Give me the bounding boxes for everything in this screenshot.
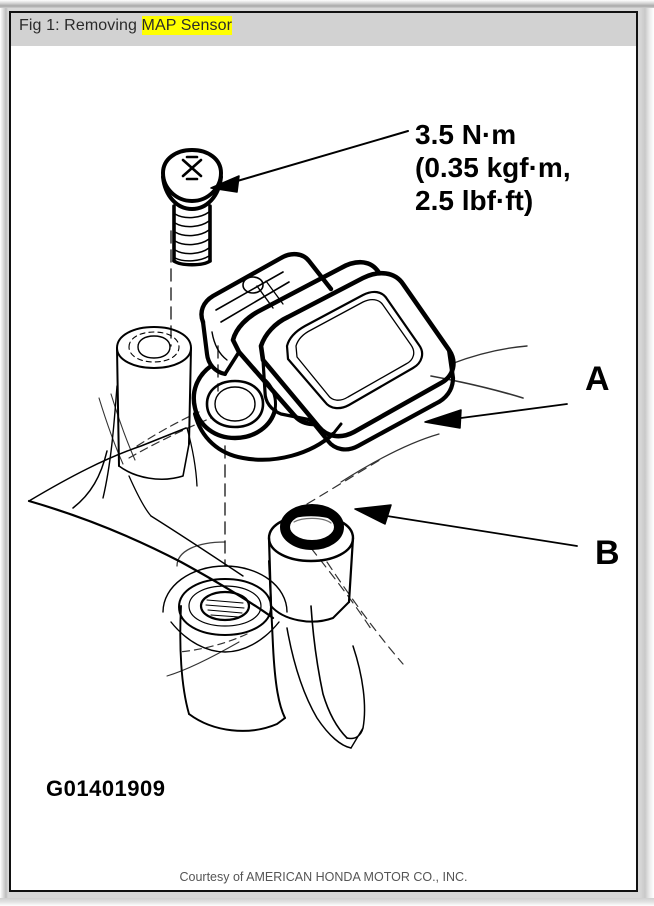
caption-prefix: Fig 1: Removing — [19, 17, 142, 34]
background-reference-lines — [98, 345, 528, 677]
manifold-lower-runner — [176, 541, 366, 749]
figure-caption-bar: Fig 1: Removing MAP Sensor — [11, 13, 636, 46]
threaded-hole — [162, 565, 288, 653]
callout-label-b: B — [595, 534, 620, 572]
intake-manifold — [27, 326, 275, 620]
caption-highlight: MAP Sensor — [141, 16, 233, 35]
figure-credit: Courtesy of AMERICAN HONDA MOTOR CO., IN… — [179, 870, 468, 884]
map-sensor-diagram: 3.5 N·m (0.35 kgf·m, 2.5 lbf·ft) A B — [27, 119, 620, 749]
sensor-mounting-flange — [191, 363, 343, 462]
o-ring — [280, 504, 344, 550]
torque-line-2: (0.35 kgf·m, — [415, 152, 571, 183]
torque-arrowhead — [210, 175, 240, 193]
callout-b-leader — [386, 515, 578, 547]
figure-page: Fig 1: Removing MAP Sensor — [9, 11, 638, 892]
callout-label-a: A — [585, 360, 610, 398]
mounting-screw — [161, 148, 223, 267]
figure-illustration-area: 3.5 N·m (0.35 kgf·m, 2.5 lbf·ft) A B G01… — [11, 46, 636, 890]
torque-note: 3.5 N·m (0.35 kgf·m, 2.5 lbf·ft) — [415, 119, 571, 216]
o-ring-highlight — [293, 517, 332, 524]
figure-caption: Fig 1: Removing MAP Sensor — [19, 16, 233, 35]
sensor-connector — [199, 252, 334, 377]
torque-leader-line — [226, 130, 409, 185]
callout-a-leader — [460, 403, 568, 419]
callout-labels: A B — [585, 360, 620, 572]
callout-a-arrowhead — [424, 409, 462, 429]
torque-line-1: 3.5 N·m — [415, 119, 516, 150]
torque-line-3: 2.5 lbf·ft) — [415, 185, 533, 216]
callout-b-arrowhead — [354, 504, 392, 525]
figure-id: G01401909 — [46, 776, 166, 801]
map-sensor-body — [230, 259, 456, 452]
assembly-centerline — [170, 230, 226, 567]
